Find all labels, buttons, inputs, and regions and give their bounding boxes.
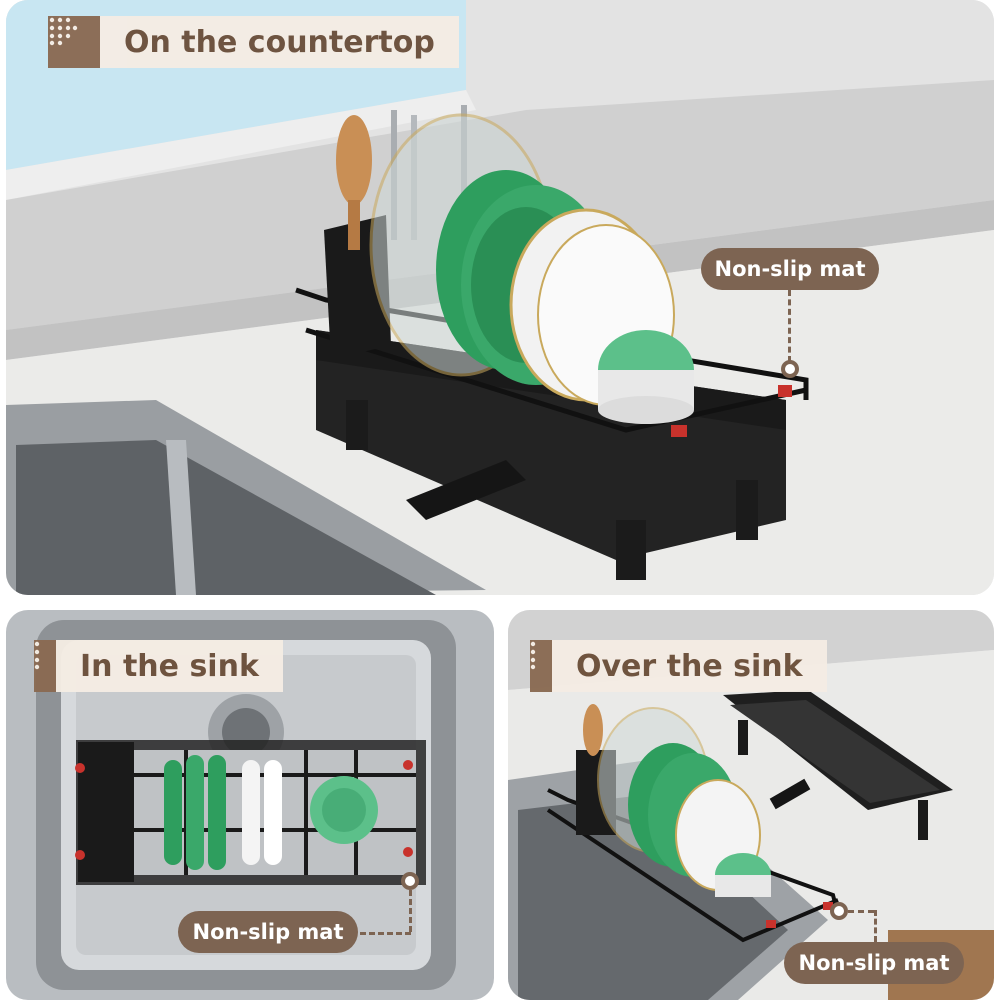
in-sink-panel: In the sink Non-slip mat [6,610,494,1000]
in-sink-title: In the sink [80,648,259,684]
in-sink-leader [409,890,412,932]
countertop-label: On the countertop [48,16,459,68]
bar-icon [530,640,552,692]
countertop-panel: On the countertop Non-slip mat [6,0,994,595]
bar-icon [34,640,56,692]
in-sink-nonslip-label: Non-slip mat [178,911,358,953]
over-sink-nonslip-label: Non-slip mat [784,942,964,984]
over-sink-marker-dot [830,902,848,920]
over-sink-panel: Over the sink Non-slip mat [508,610,994,1000]
over-sink-title: Over the sink [576,648,803,684]
countertop-title: On the countertop [124,24,435,60]
countertop-leader [788,290,791,362]
in-sink-marker-dot [401,872,419,890]
in-sink-leader-h [351,932,411,935]
countertop-scene [6,0,994,595]
countertop-marker-dot [781,360,799,378]
over-sink-leader [874,910,877,942]
countertop-nonslip-label: Non-slip mat [701,248,879,290]
over-sink-leader-h [848,910,874,913]
over-sink-label: Over the sink [530,640,827,692]
grid-icon [48,16,100,68]
in-sink-label: In the sink [34,640,283,692]
